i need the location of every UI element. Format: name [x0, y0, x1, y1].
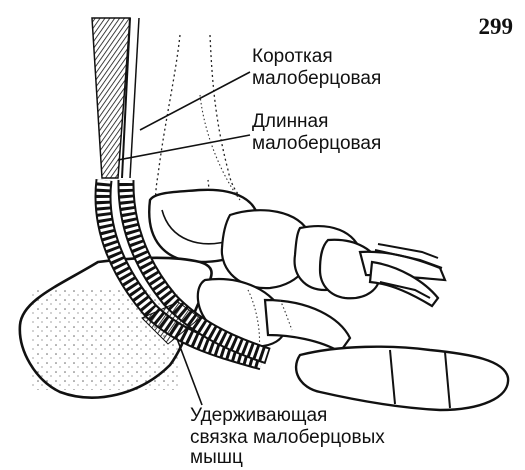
- bone-texture: [30, 290, 180, 390]
- label-short-peroneal-line1: Короткая: [252, 46, 333, 68]
- muscle-belly: [92, 18, 139, 178]
- page-number: 299: [479, 14, 514, 40]
- label-retinaculum-line2: связка малоберцовых: [190, 427, 385, 449]
- label-long-peroneal-line2: малоберцовая: [252, 133, 381, 155]
- label-short-peroneal-line2: малоберцовая: [252, 68, 381, 90]
- tibia-bone: [210, 35, 242, 200]
- hallux-bones: [296, 347, 508, 410]
- label-long-peroneal-line1: Длинная: [252, 111, 328, 133]
- label-retinaculum-line3: мышц: [190, 447, 243, 469]
- label-retinaculum-line1: Удерживающая: [190, 405, 327, 427]
